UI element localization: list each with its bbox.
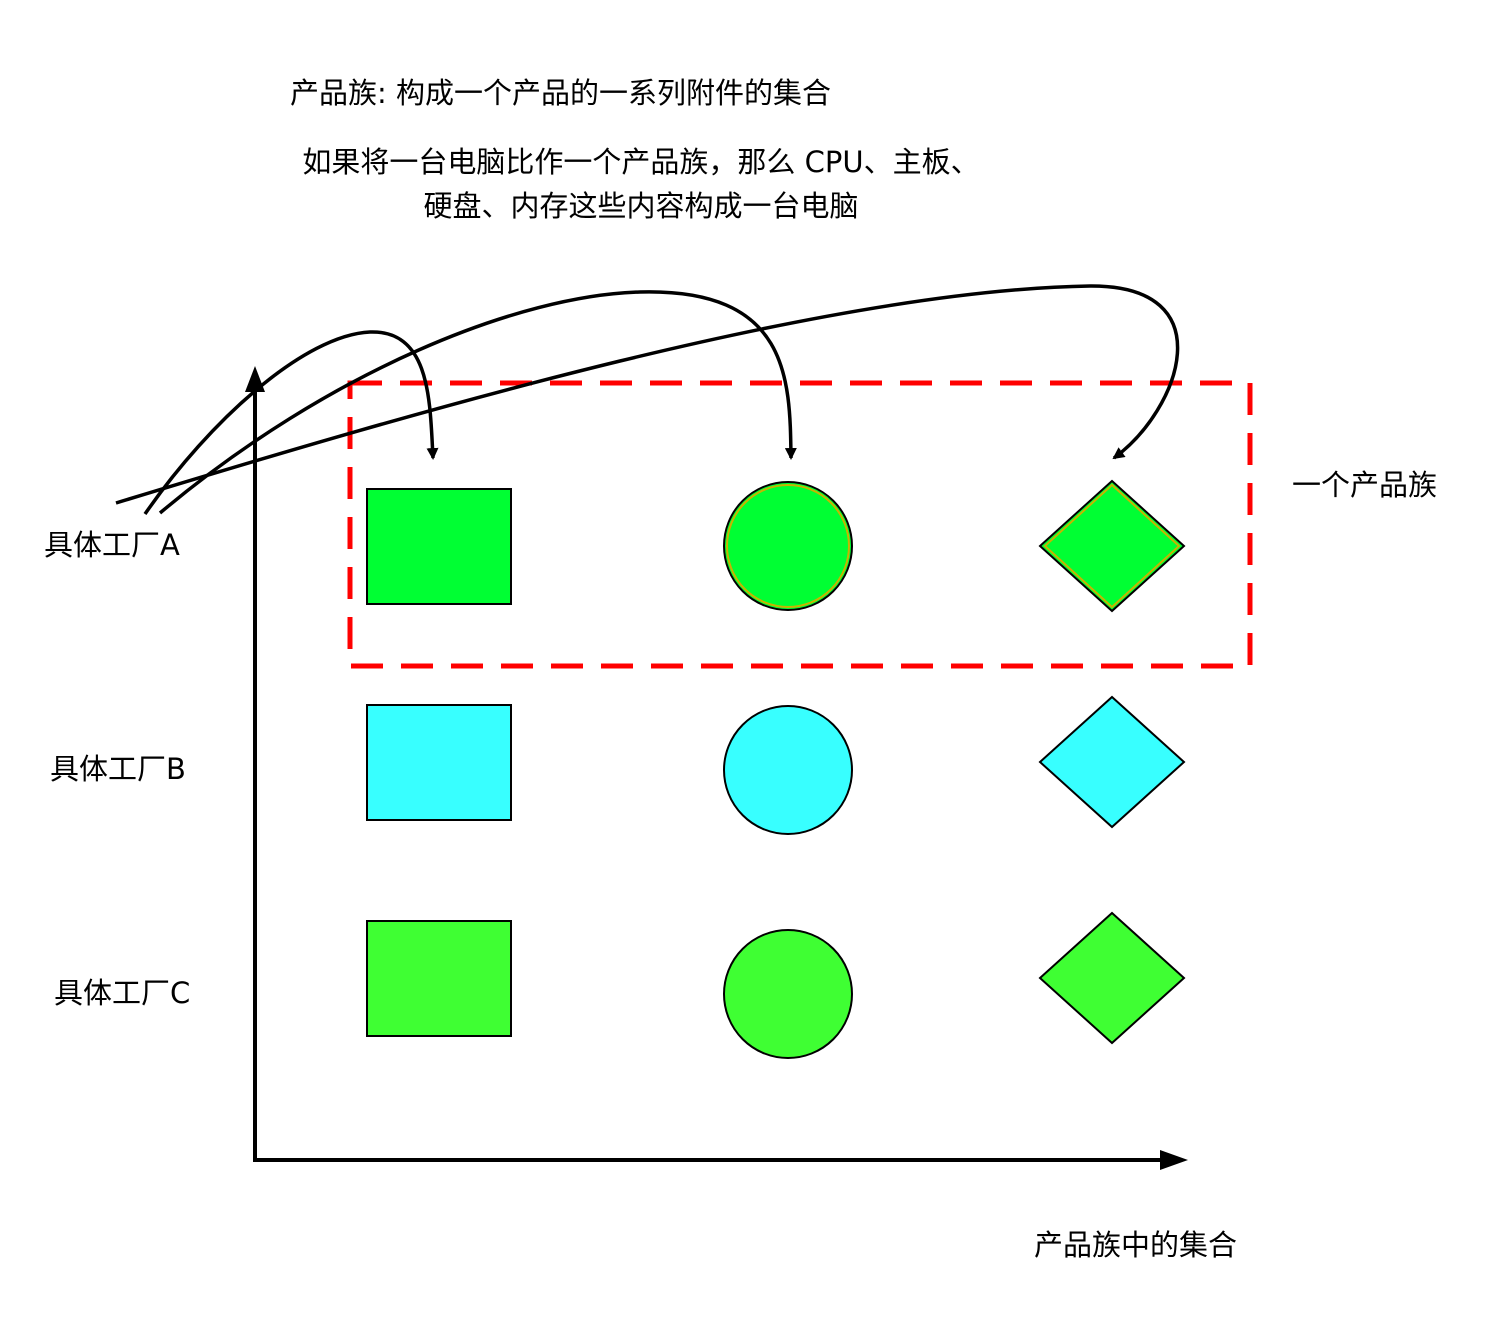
axes (245, 366, 1188, 1170)
factory-a-diamond-accent (1043, 483, 1181, 609)
diagram-description: 如果将一台电脑比作一个产品族，那么 CPU、主板、硬盘、内存这些内容构成一台电脑 (302, 145, 980, 223)
arrow-to-diamond (115, 284, 1180, 505)
arrow-to-square (143, 330, 439, 515)
x-axis-arrowhead (1160, 1150, 1188, 1170)
factory-c-circle (723, 929, 853, 1059)
y-axis-arrowhead (245, 366, 265, 392)
factory-a-square (366, 488, 512, 605)
factory-a-label: 具体工厂A (44, 528, 180, 562)
factory-b-products (366, 695, 1186, 835)
factory-c-diamond (1038, 911, 1186, 1045)
factory-b-circle (723, 705, 853, 835)
diagram-title: 产品族: 构成一个产品的一系列附件的集合 (290, 76, 831, 110)
factory-b-square (366, 704, 512, 821)
factory-a-diamond (1038, 479, 1186, 613)
factory-c-square (366, 920, 512, 1037)
x-axis-label: 产品族中的集合 (1034, 1228, 1238, 1262)
factory-b-label: 具体工厂B (50, 752, 186, 786)
factory-a-circle (723, 481, 853, 611)
factory-c-label: 具体工厂C (54, 976, 191, 1010)
factory-b-diamond (1038, 695, 1186, 829)
factory-a-arrows (115, 284, 1180, 515)
factory-a-products (366, 479, 1186, 613)
factory-c-products (366, 911, 1186, 1059)
product-family-box (347, 380, 1253, 669)
factory-a-circle-accent (726, 484, 850, 608)
arrow-to-circle (158, 290, 797, 515)
product-family-label: 一个产品族 (1292, 468, 1438, 502)
